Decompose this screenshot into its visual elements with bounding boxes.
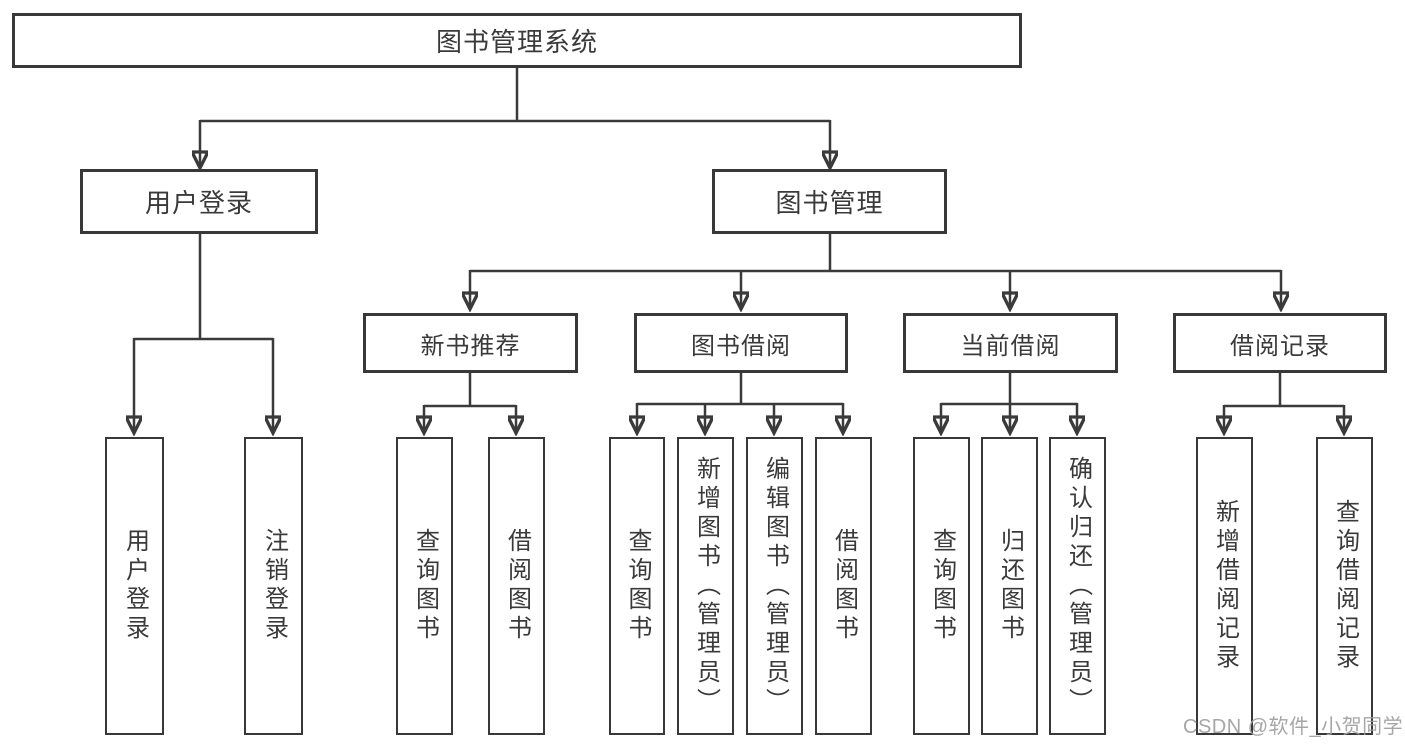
leaf-logout: 注销登录 — [244, 437, 303, 735]
node-user-login: 用户登录 — [80, 169, 318, 234]
leaf-edit-books-admin-label: 编辑图书（管理员） — [761, 455, 789, 717]
connector-spines — [134, 66, 1344, 408]
leaf-add-borrow-record: 新增借阅记录 — [1196, 437, 1253, 735]
node-new-book-recommend-label: 新书推荐 — [420, 332, 521, 360]
leaf-return-books-label: 归还图书 — [996, 528, 1024, 644]
node-root: 图书管理系统 — [12, 13, 1022, 68]
leaf-recommend-query-books: 查询图书 — [396, 437, 453, 735]
node-current-borrowing-label: 当前借阅 — [960, 332, 1061, 360]
leaf-edit-books-admin: 编辑图书（管理员） — [746, 437, 803, 735]
node-book-management: 图书管理 — [712, 169, 947, 234]
leaf-confirm-return-admin-label: 确认归还（管理员） — [1064, 455, 1092, 717]
leaf-recommend-borrow-books-label: 借阅图书 — [503, 528, 531, 644]
leaf-query-borrow-record: 查询借阅记录 — [1316, 437, 1373, 735]
leaf-user-login: 用户登录 — [105, 437, 164, 735]
leaf-recommend-borrow-books: 借阅图书 — [488, 437, 545, 735]
leaf-current-query-books: 查询图书 — [913, 437, 970, 735]
node-user-login-label: 用户登录 — [144, 188, 253, 218]
node-book-borrowing-label: 图书借阅 — [691, 332, 791, 360]
node-root-label: 图书管理系统 — [435, 27, 598, 57]
leaf-user-login-label: 用户登录 — [121, 528, 149, 644]
leaf-current-query-books-label: 查询图书 — [928, 528, 956, 644]
leaf-recommend-query-books-label: 查询图书 — [411, 528, 439, 644]
node-book-borrowing: 图书借阅 — [634, 313, 848, 373]
leaf-confirm-return-admin: 确认归还（管理员） — [1049, 437, 1106, 735]
node-current-borrowing: 当前借阅 — [903, 313, 1118, 373]
leaf-borrowing-query-books-label: 查询图书 — [624, 528, 651, 644]
leaf-borrowing-borrow-books-label: 借阅图书 — [830, 528, 858, 644]
node-borrow-records-label: 借阅记录 — [1230, 332, 1330, 360]
leaf-add-books-admin-label: 新增图书（管理员） — [692, 455, 720, 717]
leaf-borrowing-query-books: 查询图书 — [609, 437, 665, 735]
leaf-add-books-admin: 新增图书（管理员） — [677, 437, 734, 735]
leaf-logout-label: 注销登录 — [260, 528, 288, 644]
leaf-return-books: 归还图书 — [981, 437, 1038, 735]
leaf-borrowing-borrow-books: 借阅图书 — [815, 437, 872, 735]
csdn-watermark: CSDN @软件_小贺同学 — [1183, 716, 1404, 738]
leaf-query-borrow-record-label: 查询借阅记录 — [1331, 499, 1359, 673]
node-new-book-recommend: 新书推荐 — [363, 313, 578, 373]
leaf-add-borrow-record-label: 新增借阅记录 — [1211, 499, 1239, 673]
node-book-management-label: 图书管理 — [775, 188, 884, 218]
node-borrow-records: 借阅记录 — [1173, 313, 1387, 373]
